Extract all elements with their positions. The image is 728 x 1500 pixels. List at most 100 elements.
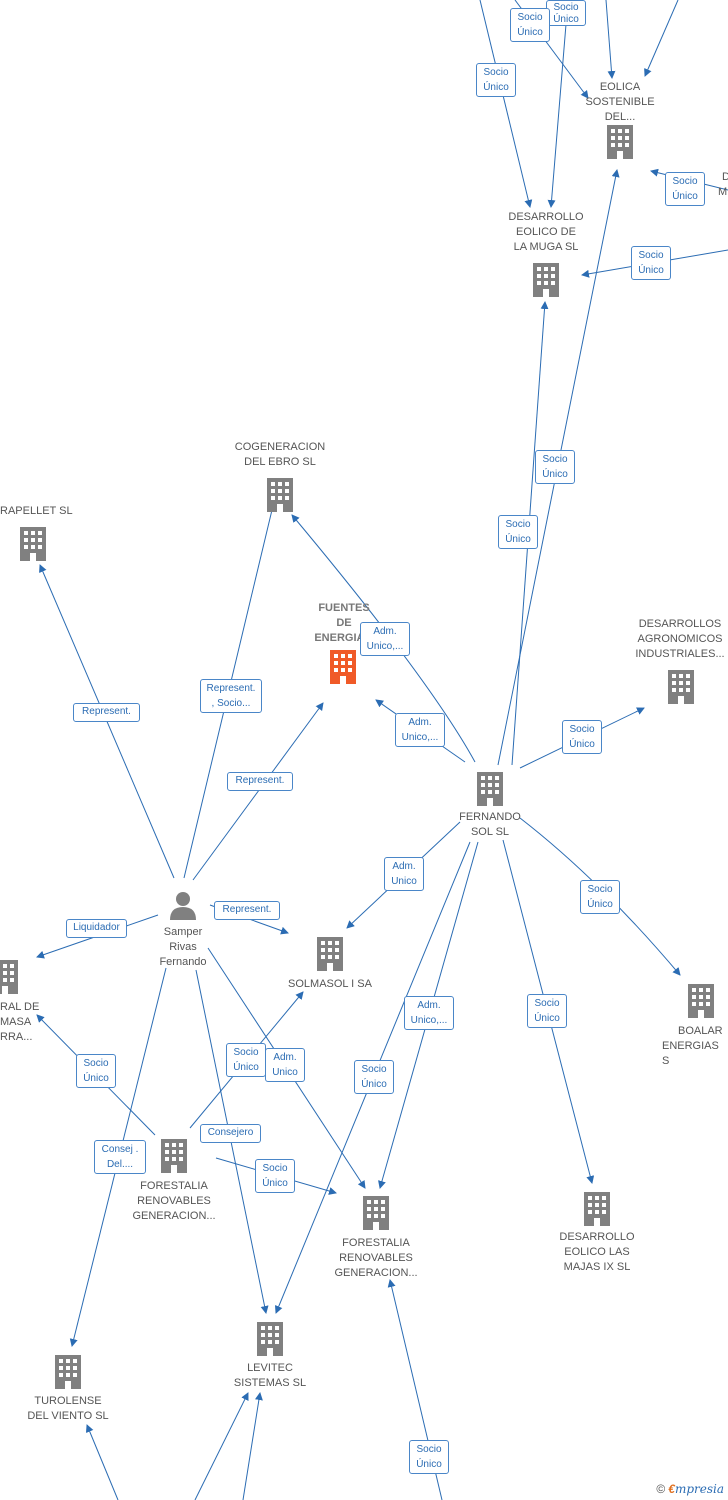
node-label: SISTEMAS SL xyxy=(233,1377,307,1389)
node-fuentes-energia[interactable]: FUENTES DE ENERGIA... xyxy=(306,601,382,684)
node-label: ENERGIAS S xyxy=(662,1040,719,1067)
node-label: DESARROLLO xyxy=(559,1231,635,1243)
relation-label[interactable]: Adm.Unico xyxy=(384,857,424,891)
node-label: SOLMASOL I SA xyxy=(288,978,372,990)
edge xyxy=(291,514,476,763)
relation-label[interactable]: Adm.Unico,... xyxy=(404,996,454,1030)
building-icon xyxy=(267,478,293,512)
node-label: INDUSTRIALES... xyxy=(635,648,725,660)
relation-label[interactable]: Consejero xyxy=(200,1124,261,1143)
node-partial-right[interactable]: D M xyxy=(718,170,728,200)
brand-initial: € xyxy=(668,1482,675,1496)
node-label: LA MUGA SL xyxy=(513,241,579,253)
node-label: MASA xyxy=(0,1016,32,1028)
relation-label[interactable]: Adm.Unico,... xyxy=(360,622,410,656)
building-icon xyxy=(20,527,46,561)
node-label: TUROLENSE xyxy=(34,1395,102,1407)
node-label: DEL EBRO SL xyxy=(244,456,316,468)
node-fernando-sol[interactable]: FERNANDO SOL SL xyxy=(450,772,530,840)
node-turolense-viento[interactable]: TUROLENSE DEL VIENTO SL xyxy=(20,1355,116,1424)
edge xyxy=(85,1424,119,1500)
edge xyxy=(194,1392,249,1500)
node-label: MAJAS IX SL xyxy=(563,1261,631,1273)
node-label: DESARROLLOS xyxy=(638,618,722,630)
node-forestalia-left[interactable]: FORESTALIA RENOVABLES GENERACION... xyxy=(124,1139,224,1224)
relation-label[interactable]: Represent. xyxy=(73,703,140,722)
edge xyxy=(192,702,324,881)
edge xyxy=(242,1392,263,1500)
copyright-symbol: © xyxy=(656,1482,666,1496)
node-desarrollos-agronomicos[interactable]: DESARROLLOS AGRONOMICOS INDUSTRIALES... xyxy=(630,617,728,704)
building-icon xyxy=(55,1355,81,1389)
node-label: SOSTENIBLE xyxy=(585,96,655,108)
node-label: FERNANDO xyxy=(459,811,521,823)
building-icon xyxy=(668,670,694,704)
building-icon xyxy=(161,1139,187,1173)
node-label: FORESTALIA xyxy=(140,1180,208,1192)
relation-label[interactable]: Adm.Unico,... xyxy=(395,713,445,747)
node-boalar-energias[interactable]: BOALAR ENERGIAS S xyxy=(658,984,728,1069)
node-rapellet[interactable]: RAPELLET SL xyxy=(0,504,74,561)
node-label: Samper xyxy=(163,926,203,938)
building-icon xyxy=(0,960,18,994)
node-label: DEL VIENTO SL xyxy=(27,1410,109,1422)
node-label: AGRONOMICOS xyxy=(637,633,723,645)
building-icon xyxy=(477,772,503,806)
node-eolica-sostenible[interactable]: EOLICA SOSTENIBLE DEL... xyxy=(580,80,660,159)
edge xyxy=(547,0,569,208)
node-desarrollo-eolico-majas[interactable]: DESARROLLO EOLICO LAS MAJAS IX SL xyxy=(550,1192,644,1275)
node-label: RENOVABLES xyxy=(339,1252,413,1264)
relation-label[interactable]: Adm.Unico xyxy=(265,1048,305,1082)
node-label: EOLICO LAS xyxy=(564,1246,630,1258)
relation-label[interactable]: Represent. xyxy=(214,901,280,920)
node-label: SOL SL xyxy=(470,826,510,838)
node-levitec-sistemas[interactable]: LEVITEC SISTEMAS SL xyxy=(222,1322,318,1391)
node-label: Rivas xyxy=(169,941,197,953)
node-label: FUENTES xyxy=(318,602,370,614)
node-label: DESARROLLO xyxy=(508,211,584,223)
edge xyxy=(479,0,533,208)
node-central-biomasa[interactable]: RAL DE MASA RRA... xyxy=(0,960,44,1045)
node-label: RAL DE xyxy=(0,1001,40,1013)
empresia-logo: ©€mpresia xyxy=(656,1482,724,1496)
node-forestalia-mid[interactable]: FORESTALIA RENOVABLES GENERACION... xyxy=(326,1196,426,1281)
node-label: Fernando xyxy=(159,956,207,968)
node-label: GENERACION... xyxy=(132,1210,216,1222)
building-icon xyxy=(317,937,343,971)
node-samper-rivas-fernando[interactable]: Samper Rivas Fernando xyxy=(148,890,218,970)
building-icon xyxy=(330,650,356,684)
edge xyxy=(644,0,679,77)
node-label: D xyxy=(722,171,728,183)
brand-name: mpresia xyxy=(674,1482,724,1496)
node-label: ENERGIA... xyxy=(314,632,374,644)
relation-label[interactable]: Represent., Socio... xyxy=(200,679,262,713)
relation-label[interactable]: Represent. xyxy=(227,772,293,791)
relation-label[interactable]: Liquidador xyxy=(66,919,127,938)
relation-label[interactable]: Consej .Del.... xyxy=(94,1140,146,1174)
node-cogeneracion-ebro[interactable]: COGENERACION DEL EBRO SL xyxy=(225,440,335,512)
node-desarrollo-eolico-muga[interactable]: DESARROLLO EOLICO DE LA MUGA SL xyxy=(500,210,592,297)
building-icon xyxy=(257,1322,283,1356)
node-label: BOALAR xyxy=(678,1025,723,1037)
node-label: RENOVABLES xyxy=(137,1195,211,1207)
building-icon xyxy=(363,1196,389,1230)
building-icon xyxy=(584,1192,610,1226)
node-solmasol[interactable]: SOLMASOL I SA xyxy=(280,937,380,992)
building-icon xyxy=(688,984,714,1018)
node-label: GENERACION... xyxy=(334,1267,418,1279)
